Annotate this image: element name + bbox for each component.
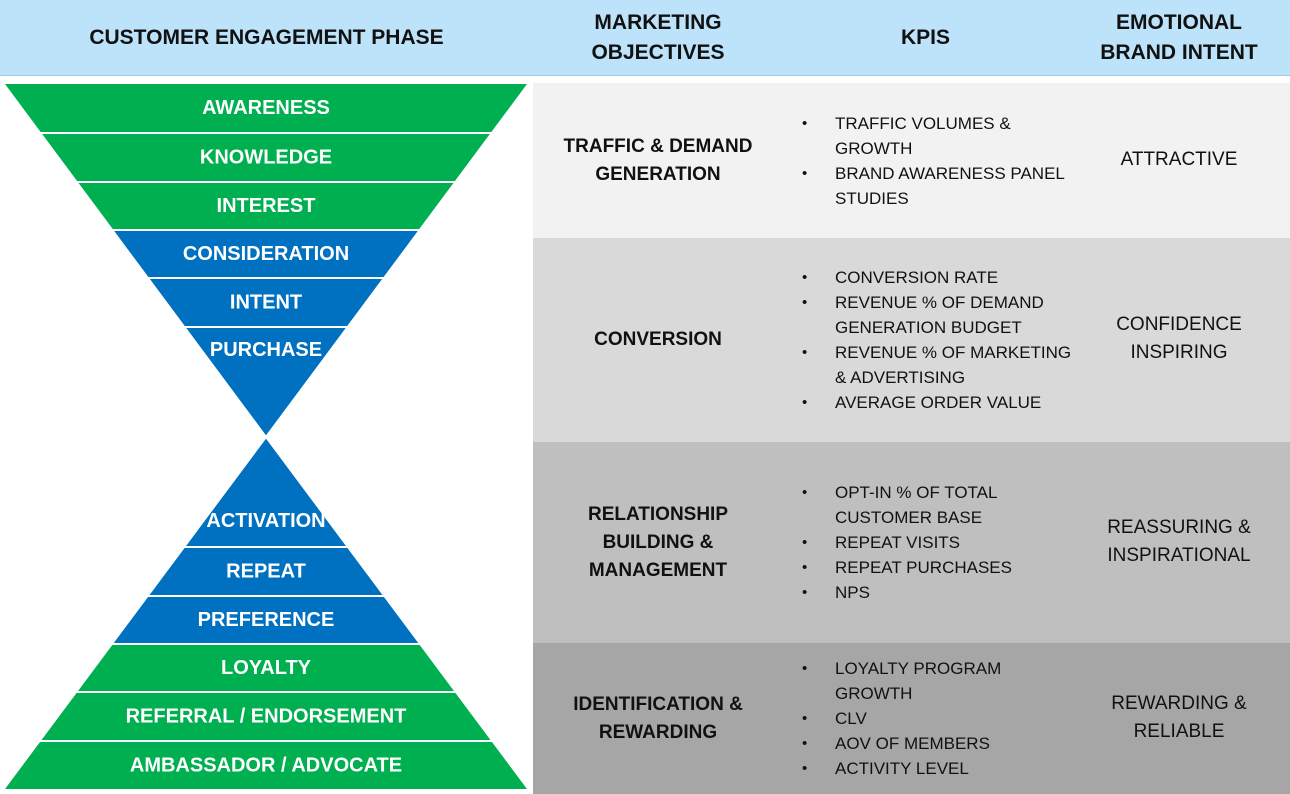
table-row: IDENTIFICATION & REWARDING LOYALTY PROGR… — [533, 643, 1290, 794]
kpi-item: OPT-IN % OF TOTAL CUSTOMER BASE — [798, 480, 1012, 530]
funnel-preference-label: PREFERENCE — [198, 609, 335, 631]
kpi-item: TRAFFIC VOLUMES & GROWTH — [798, 111, 1065, 161]
table-row: TRAFFIC & DEMAND GENERATION TRAFFIC VOLU… — [533, 83, 1290, 238]
funnel-interest-label: INTEREST — [217, 195, 316, 217]
objective-cell: TRAFFIC & DEMAND GENERATION — [563, 135, 753, 185]
header-intent: EMOTIONAL BRAND INTENT — [1100, 10, 1258, 64]
kpi-item: REVENUE % OF DEMAND GENERATION BUDGET — [798, 290, 1071, 340]
funnel-repeat-label: REPEAT — [226, 561, 306, 583]
table-row: CONVERSION CONVERSION RATE REVENUE % OF … — [533, 238, 1290, 442]
kpi-item: REVENUE % OF MARKETING & ADVERTISING — [798, 340, 1071, 390]
funnel-referral-endorsement-label: REFERRAL / ENDORSEMENT — [126, 706, 407, 728]
intent-cell: ATTRACTIVE — [1120, 148, 1238, 170]
kpi-item: ACTIVITY LEVEL — [798, 756, 1001, 781]
objective-cell: CONVERSION — [594, 329, 722, 350]
funnel-purchase-band — [182, 326, 350, 439]
funnel-purchase-label: PURCHASE — [210, 339, 322, 361]
funnel-consideration-label: CONSIDERATION — [183, 243, 349, 265]
table-row: RELATIONSHIP BUILDING & MANAGEMENT OPT-I… — [533, 442, 1290, 643]
kpi-cell: OPT-IN % OF TOTAL CUSTOMER BASE REPEAT V… — [798, 442, 1083, 643]
kpi-cell: LOYALTY PROGRAM GROWTH CLV AOV OF MEMBER… — [798, 643, 1083, 794]
kpi-item: LOYALTY PROGRAM GROWTH — [798, 656, 1001, 706]
funnel-activation-label: ACTIVATION — [206, 510, 325, 532]
kpi-item: AOV OF MEMBERS — [798, 731, 1001, 756]
header-phase: CUSTOMER ENGAGEMENT PHASE — [89, 25, 444, 49]
objective-cell: IDENTIFICATION & REWARDING — [573, 693, 743, 743]
kpi-item: CLV — [798, 706, 1001, 731]
funnel-ambassador-advocate-band — [1, 740, 531, 791]
intent-cell: CONFIDENCE INSPIRING — [1116, 314, 1242, 363]
funnel-ambassador-advocate-label: AMBASSADOR / ADVOCATE — [130, 755, 402, 777]
kpi-item: NPS — [798, 580, 1012, 605]
funnel-awareness-label: AWARENESS — [202, 97, 330, 119]
funnel-loyalty-label: LOYALTY — [221, 657, 312, 679]
kpi-cell: TRAFFIC VOLUMES & GROWTH BRAND AWARENESS… — [798, 83, 1083, 238]
kpi-item: REPEAT PURCHASES — [798, 555, 1012, 580]
intent-cell: REWARDING & RELIABLE — [1111, 692, 1247, 742]
kpi-item: BRAND AWARENESS PANEL STUDIES — [798, 161, 1065, 211]
header-objectives: MARKETING OBJECTIVES — [591, 10, 725, 64]
funnel-knowledge-label: KNOWLEDGE — [200, 147, 332, 169]
kpi-item: AVERAGE ORDER VALUE — [798, 390, 1071, 415]
intent-cell: REASSURING & INSPIRATIONAL — [1107, 516, 1251, 566]
objective-cell: RELATIONSHIP BUILDING & MANAGEMENT — [587, 503, 729, 581]
header-kpis: KPIS — [900, 25, 950, 49]
table-header: CUSTOMER ENGAGEMENT PHASE MARKETING OBJE… — [0, 0, 1290, 76]
kpi-item: REPEAT VISITS — [798, 530, 1012, 555]
kpi-cell: CONVERSION RATE REVENUE % OF DEMAND GENE… — [798, 238, 1083, 442]
kpi-item: CONVERSION RATE — [798, 265, 1071, 290]
funnel-intent-label: INTENT — [230, 292, 302, 314]
engagement-funnel: AWARENESS KNOWLEDGE INTEREST CONSIDERATION I… — [1, 82, 531, 791]
